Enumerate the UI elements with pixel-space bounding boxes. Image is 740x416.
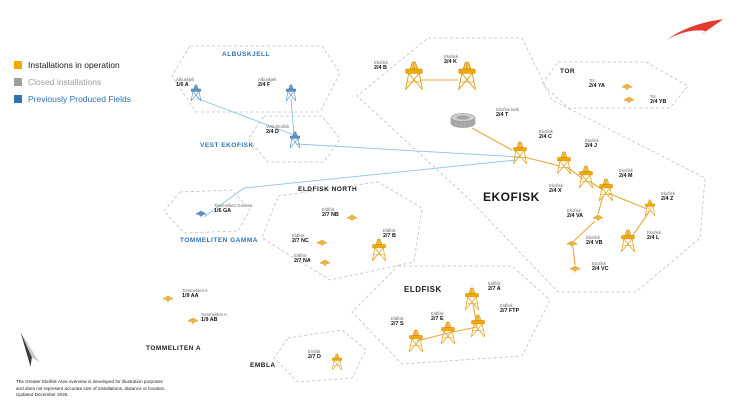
subsea-icon-2-4-vb: [567, 240, 577, 248]
conocophillips-logo-icon: [666, 19, 724, 40]
platform-icon-2-4-l: [620, 229, 636, 253]
disclaimer-line: and does not represent accurate size of …: [16, 385, 166, 391]
disclaimer-text: The Greater Ekofisk Area overview is dev…: [16, 379, 165, 399]
bridge-line: [607, 192, 648, 210]
field-link-line: [290, 97, 295, 136]
subsea-icon-2-7-nc: [317, 239, 327, 247]
platform-icon-2-7-a: [464, 287, 480, 311]
legend-label: Closed installations: [28, 77, 102, 87]
subsea-icon-2-7-na: [320, 259, 330, 267]
north-compass-icon: [20, 331, 40, 367]
subsea-icon-2-4-yb: [624, 96, 634, 104]
platform-icon-2-7-s: [408, 329, 424, 353]
field-link-line: [203, 159, 517, 218]
legend-swatch-icon: [14, 78, 22, 86]
subsea-icon-1-9-aa: [163, 295, 173, 303]
subsea-icon-2-4-ya: [622, 83, 632, 91]
field-region-tommeliten-gamma: [163, 189, 251, 234]
tank-icon-2-4-t: [450, 113, 476, 129]
platform-icon-2-7-d: [331, 353, 343, 371]
platform-icon-2-7-b: [371, 238, 387, 262]
platform-icon-2-4-j: [556, 151, 572, 175]
field-region-eldfisk: [351, 265, 551, 365]
legend-label: Installations in operation: [28, 60, 120, 70]
legend-label: Previously Produced Fields: [28, 94, 131, 104]
platform-icon-2-4-x: [578, 165, 594, 189]
legend-swatch-icon: [14, 95, 22, 103]
bridge-line: [416, 302, 478, 342]
legend-item: Previously Produced Fields: [14, 94, 131, 104]
field-region-vest-ekofisk: [247, 115, 341, 163]
bridge-line: [572, 246, 576, 266]
platform-icon-2-4-k: [458, 61, 476, 91]
bridge-line: [573, 220, 596, 242]
field-link-line: [195, 97, 295, 136]
platform-icon-2-4-m: [598, 178, 614, 202]
bridge-line: [471, 127, 513, 151]
field-link-line: [296, 143, 521, 158]
legend-swatch-icon: [14, 61, 22, 69]
bridge-line: [630, 211, 650, 239]
platform-icon-2-4-b: [405, 61, 423, 91]
bridge-line: [523, 156, 561, 167]
field-region-embla: [273, 329, 367, 383]
legend-item: Installations in operation: [14, 60, 131, 70]
platform-icon-2-4-z: [644, 199, 656, 217]
subsea-icon-2-7-nb: [347, 214, 357, 222]
field-region-tor: [541, 61, 689, 109]
disclaimer-line: Updated December 2025.: [16, 392, 69, 398]
platform-icon-1-6-a: [190, 84, 202, 102]
platform-icon-2-4-c: [512, 141, 528, 165]
subsea-icon-2-4-va: [593, 214, 603, 222]
field-region-ekofisk: [356, 37, 706, 293]
bridge-line: [597, 195, 604, 215]
field-region-albuskjell: [171, 45, 341, 113]
subsea-icon-2-4-vc: [570, 265, 580, 273]
disclaimer-line: The Greater Ekofisk Area overview is dev…: [16, 379, 163, 384]
platform-icon-2-7-ftp: [470, 314, 486, 338]
legend-item: Closed installations: [14, 77, 131, 87]
field-region-eldfisk-north: [261, 181, 423, 281]
subsea-icon-1-9-ab: [188, 317, 198, 325]
